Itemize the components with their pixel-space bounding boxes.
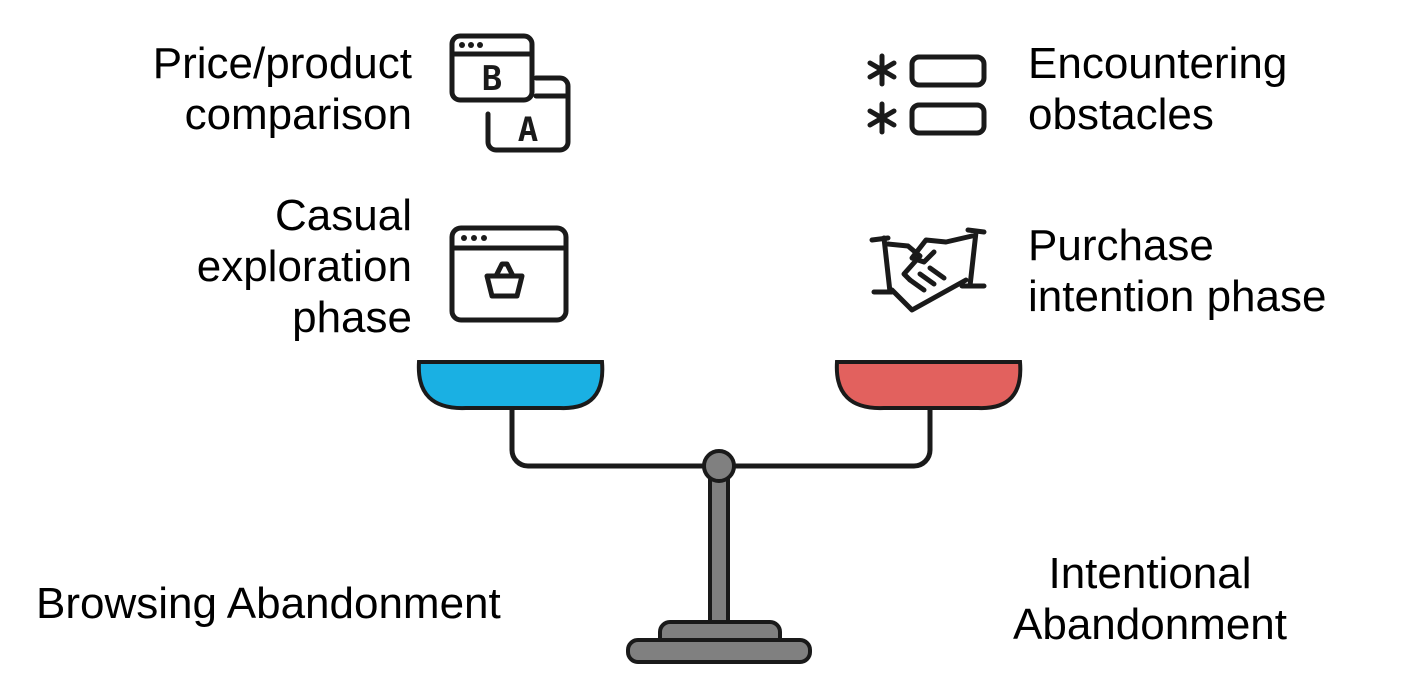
- caption-line: Intentional: [1048, 549, 1252, 598]
- password-fields-icon: [867, 53, 987, 136]
- label-line: intention phase: [1028, 272, 1327, 321]
- caption-line: Abandonment: [1013, 600, 1287, 649]
- label-line: phase: [292, 293, 412, 342]
- label-line: obstacles: [1028, 90, 1214, 139]
- label-line: exploration: [196, 242, 412, 291]
- purchase-intention-label: Purchase intention phase: [1028, 220, 1398, 322]
- window-b-glyph: B: [482, 59, 502, 99]
- label-line: Purchase: [1028, 221, 1214, 270]
- scale-base-top: [658, 620, 782, 642]
- price-product-comparison-label: Price/product comparison: [60, 38, 412, 140]
- intentional-abandonment-caption: Intentional Abandonment: [990, 548, 1310, 650]
- scale-pivot: [702, 449, 736, 483]
- window-a-glyph: A: [518, 110, 538, 150]
- label-line: Encountering: [1028, 39, 1288, 88]
- casual-exploration-label: Casual exploration phase: [60, 190, 412, 343]
- label-line: Price/product: [152, 39, 412, 88]
- ab-browser-windows-icon: B A: [449, 33, 571, 153]
- shopping-basket-browser-icon: [449, 225, 569, 323]
- scale-post: [708, 472, 730, 628]
- encountering-obstacles-label: Encountering obstacles: [1028, 38, 1388, 140]
- left-scale-pan: [416, 360, 605, 411]
- label-line: Casual: [275, 191, 412, 240]
- handshake-icon: [869, 227, 987, 313]
- right-scale-pan: [834, 360, 1023, 411]
- browsing-abandonment-caption: Browsing Abandonment: [36, 579, 501, 628]
- scale-base: [626, 638, 812, 664]
- label-line: comparison: [184, 90, 412, 139]
